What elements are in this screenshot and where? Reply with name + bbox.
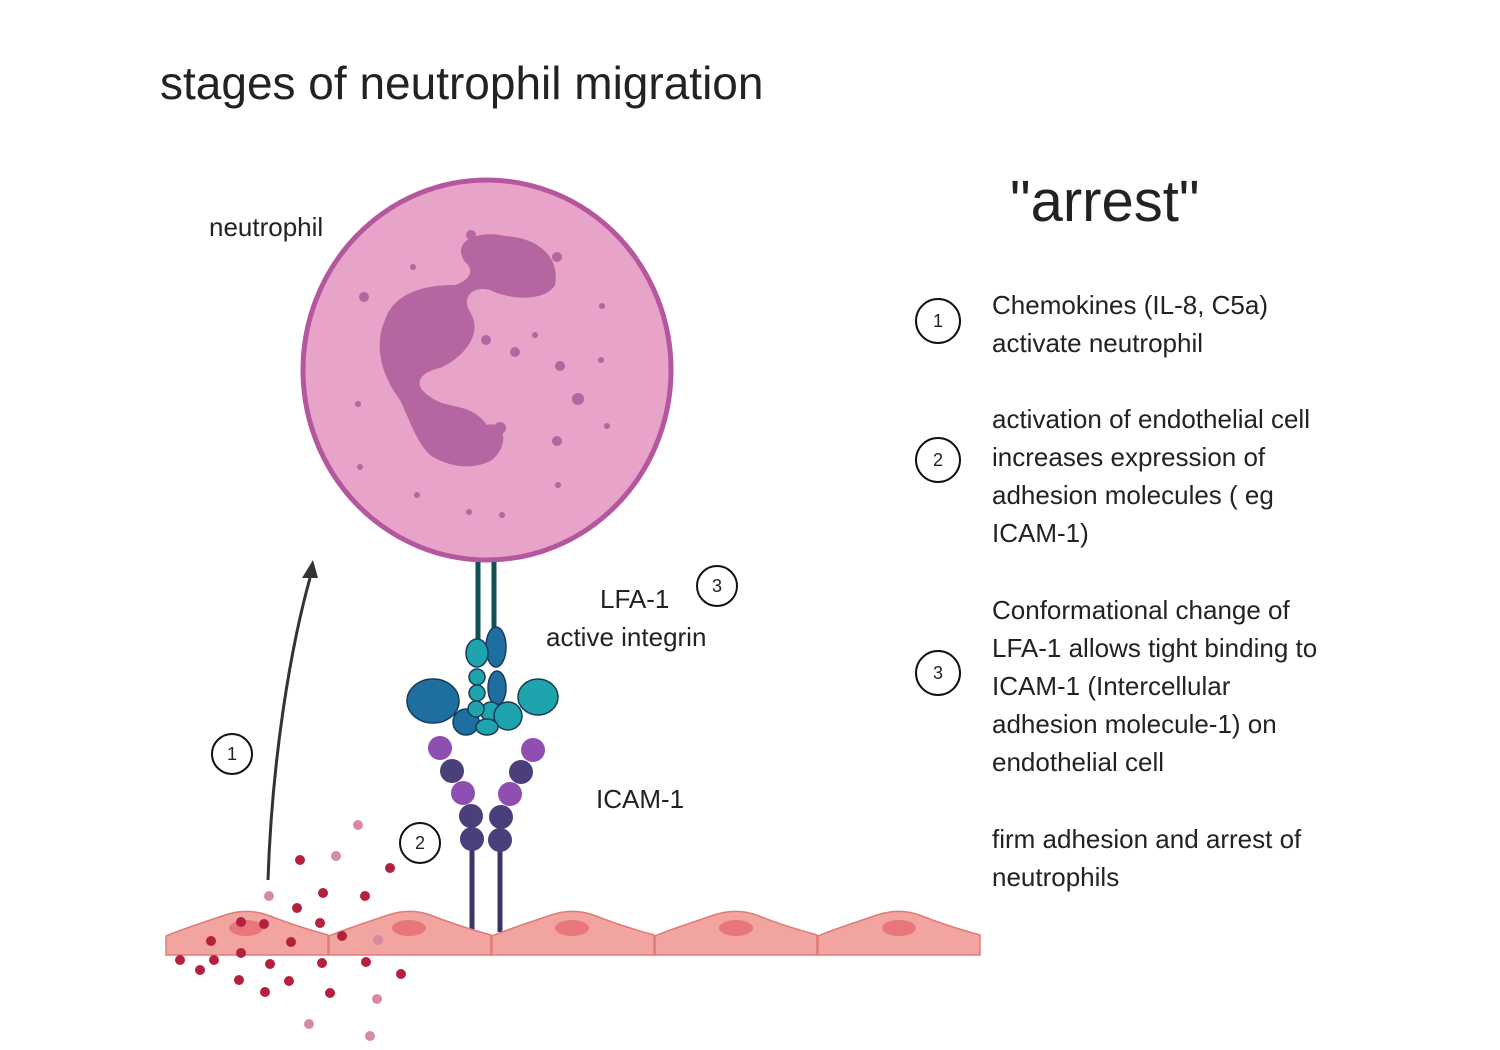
- legend-line: adhesion molecules ( eg: [992, 480, 1274, 510]
- chemokines-light: [264, 820, 383, 1041]
- legend-line: activation of endothelial cell: [992, 404, 1310, 434]
- legend-item-1: Chemokines (IL-8, C5a) activate neutroph…: [992, 286, 1268, 362]
- step-marker-2: 2: [399, 822, 441, 864]
- legend-line: ICAM-1 (Intercellular: [992, 671, 1231, 701]
- legend-item-3: Conformational change of LFA-1 allows ti…: [992, 591, 1317, 781]
- migration-arrow: [266, 560, 318, 881]
- legend-line: adhesion molecule-1) on: [992, 709, 1277, 739]
- neutrophil-granules: [355, 230, 610, 518]
- lfa1-integrin: [406, 626, 559, 736]
- lfa1-label: LFA-1 active integrin: [546, 580, 706, 656]
- step-marker-3: 3: [696, 565, 738, 607]
- legend-line: Conformational change of: [992, 595, 1290, 625]
- legend-line: LFA-1 allows tight binding to: [992, 633, 1318, 663]
- neutrophil-membrane: [300, 177, 674, 563]
- legend-item-2: activation of endothelial cell increases…: [992, 400, 1310, 552]
- legend-line: increases expression of: [992, 442, 1266, 472]
- icam1-label: ICAM-1: [596, 784, 685, 814]
- step-marker-1: 1: [211, 733, 253, 775]
- neutrophil-label: neutrophil: [209, 212, 324, 242]
- legend-marker-1: 1: [915, 298, 961, 344]
- icam1-molecule: [428, 736, 545, 932]
- legend-line: neutrophils: [992, 862, 1120, 892]
- chemokines-dark: [175, 855, 406, 998]
- legend-line: firm adhesion and arrest of: [992, 824, 1302, 854]
- legend-line: ICAM-1): [992, 518, 1089, 548]
- page-title: stages of neutrophil migration: [160, 57, 764, 109]
- stage-title: "arrest": [1010, 169, 1200, 234]
- active-integrin-label: active integrin: [546, 622, 707, 652]
- legend-marker-3: 3: [915, 650, 961, 696]
- neutrophil-nucleus: [379, 234, 556, 467]
- legend-item-4: firm adhesion and arrest of neutrophils: [992, 820, 1301, 896]
- legend-marker-2: 2: [915, 437, 961, 483]
- neutrophil-cell: [300, 177, 674, 563]
- legend-line: activate neutrophil: [992, 328, 1204, 358]
- legend-line: endothelial cell: [992, 747, 1165, 777]
- legend-line: Chemokines (IL-8, C5a): [992, 290, 1268, 320]
- lfa1-name: LFA-1: [600, 584, 670, 614]
